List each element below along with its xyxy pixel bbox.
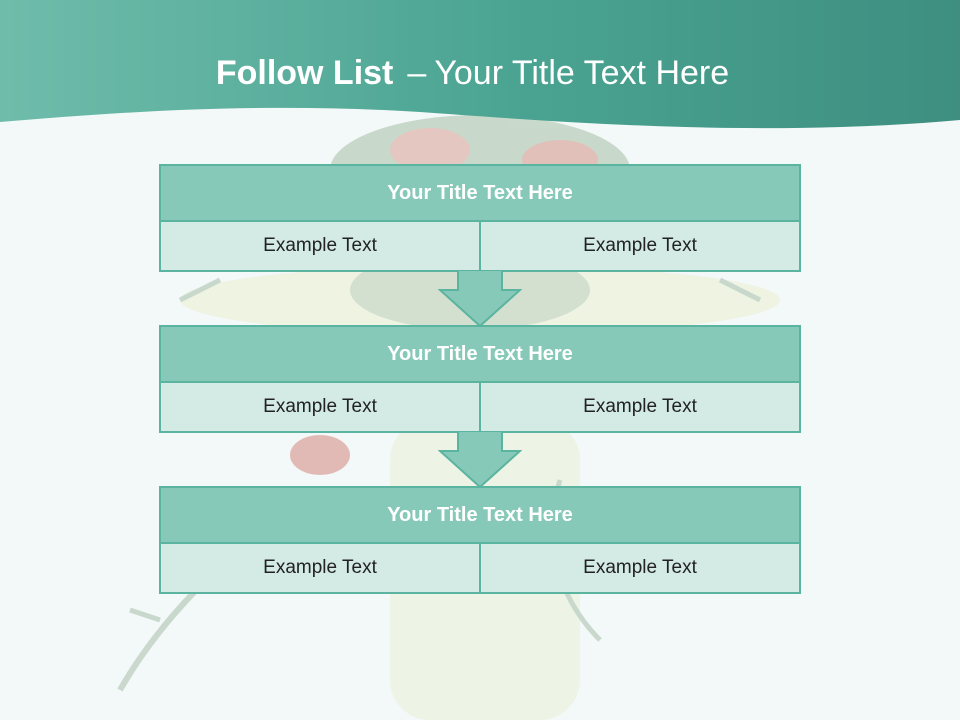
list-block-cell-left: Example Text xyxy=(159,544,481,594)
list-block-cell-right: Example Text xyxy=(481,383,801,433)
list-block-cell-left: Example Text xyxy=(159,222,481,272)
list-block-row: Example Text Example Text xyxy=(159,544,801,594)
list-block-3: Your Title Text Here Example Text Exampl… xyxy=(159,486,801,594)
list-block-row: Example Text Example Text xyxy=(159,222,801,272)
list-block-title: Your Title Text Here xyxy=(159,486,801,544)
slide-title-dash: – xyxy=(407,54,427,92)
list-block-1: Your Title Text Here Example Text Exampl… xyxy=(159,164,801,272)
down-arrow-icon xyxy=(438,431,522,489)
list-block-cell-right: Example Text xyxy=(481,222,801,272)
list-block-row: Example Text Example Text xyxy=(159,383,801,433)
down-arrow-icon xyxy=(438,270,522,328)
list-block-title: Your Title Text Here xyxy=(159,164,801,222)
list-block-title: Your Title Text Here xyxy=(159,325,801,383)
slide-title: Follow List–Your Title Text Here xyxy=(0,54,945,93)
header-band xyxy=(0,0,960,129)
list-block-cell-right: Example Text xyxy=(481,544,801,594)
slide-title-rest: Your Title Text Here xyxy=(434,54,730,92)
list-block-cell-left: Example Text xyxy=(159,383,481,433)
slide-title-bold: Follow List xyxy=(215,54,394,92)
list-block-2: Your Title Text Here Example Text Exampl… xyxy=(159,325,801,433)
